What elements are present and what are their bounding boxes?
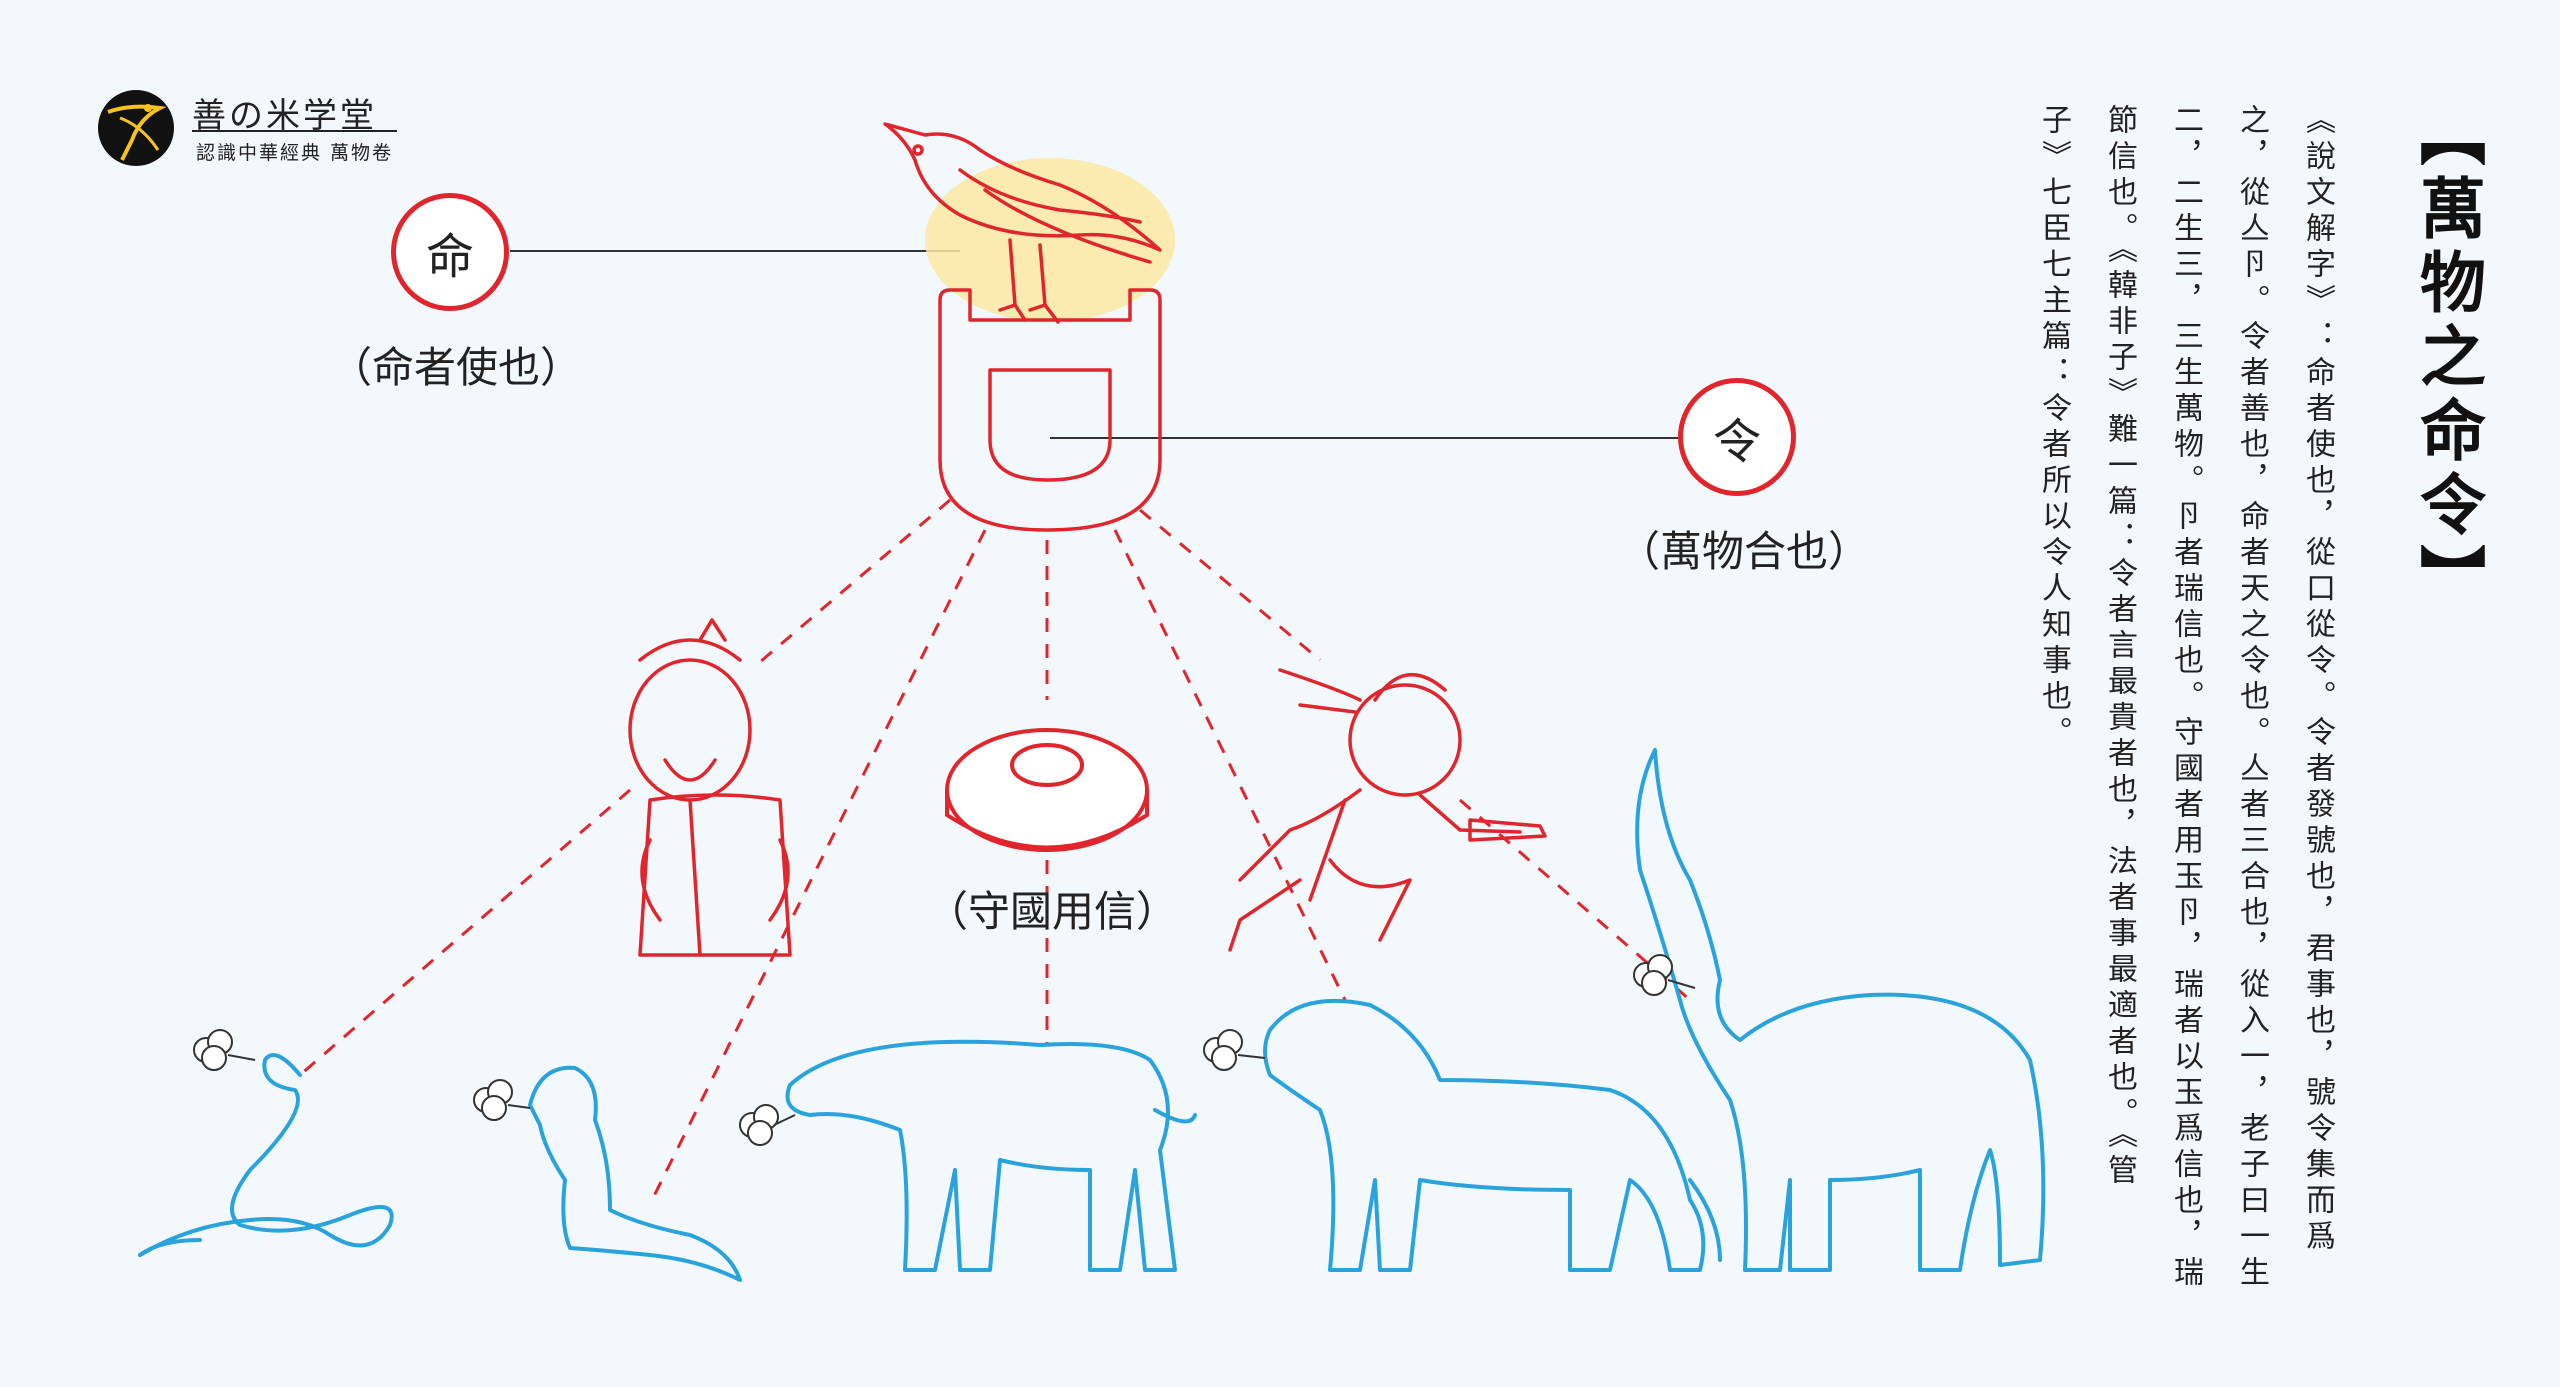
text-column-3: 二，二生三，三生萬物。卪者瑞信也。守國者用玉卪，瑞者以玉爲信也，瑞 <box>2168 104 2203 1292</box>
weasel-icon <box>528 1065 742 1282</box>
crow-icon <box>883 122 1162 324</box>
brand-name: 善の米学堂 <box>192 96 377 136</box>
snake-icon <box>138 1053 394 1257</box>
jade-disc-icon <box>945 728 1149 852</box>
text-column-4: 節信也。《韓非子》難一篇：令者言最貴者也，法者事最適者也。《管 <box>2102 104 2137 1190</box>
brand-divider <box>192 130 397 132</box>
ling-character-circle: 令 <box>1678 378 1796 496</box>
horse-icon <box>785 1039 1197 1272</box>
crow-highlight <box>925 158 1175 322</box>
breath-puffs <box>193 954 1696 1146</box>
page-title: 【萬物之命令】 <box>2409 100 2487 618</box>
lion-icon <box>1263 998 1722 1272</box>
text-column-1: 《說文解字》：命者使也，從口從令。令者發號也，君事也，號令集而爲 <box>2300 104 2335 1256</box>
text-column-5: 子》七臣七主篇：令者所以令人知事也。 <box>2036 104 2071 752</box>
elephant-icon <box>1635 748 2046 1272</box>
text-column-2: 之，從亼卪。令者善也，命者天之令也。亼者三合也，從入一，老子曰一生 <box>2234 104 2269 1292</box>
warrior-icon <box>1228 668 1547 952</box>
sage-icon <box>628 618 792 957</box>
seal-icon <box>938 288 1162 532</box>
bird-logo-icon <box>98 90 174 166</box>
brand-subtitle: 認識中華經典 萬物卷 <box>196 142 394 164</box>
dashed-connections <box>299 498 1691 1201</box>
ming-character-circle: 命 <box>391 193 509 311</box>
jade-caption: （守國用信） <box>926 887 1179 936</box>
ming-caption: （命者使也） <box>330 343 583 392</box>
ling-caption: （萬物合也） <box>1618 527 1871 576</box>
